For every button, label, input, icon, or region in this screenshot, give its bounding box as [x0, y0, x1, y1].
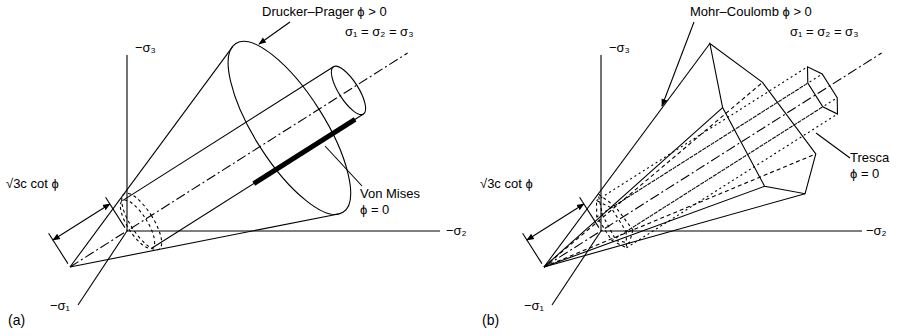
extension-line [49, 233, 68, 263]
pyramid-edge [544, 108, 723, 267]
cone-generator [70, 47, 233, 267]
axis-line [552, 231, 601, 305]
dimension-line [53, 204, 110, 240]
dimension-label: √3c cot ϕ [6, 176, 59, 192]
von-mises-band [254, 119, 355, 183]
surface-label: Tresca ϕ = 0 [850, 150, 896, 183]
panel-label: (a) [8, 312, 25, 330]
pyramid-edge-hidden [544, 82, 763, 267]
prism-end [808, 67, 838, 114]
cylinder-end [325, 62, 372, 120]
dimension-label: √3c cot ϕ [480, 176, 533, 192]
dimension-line [527, 204, 584, 240]
prism-edge [611, 74, 822, 208]
pyramid-edge [544, 186, 765, 267]
leader-line [259, 22, 290, 44]
axis-line [127, 230, 440, 231]
panel-label: (b) [482, 312, 499, 330]
axis-label: −σ₂ [446, 223, 467, 239]
cylinder-line [153, 114, 364, 248]
cone-section-hidden [115, 188, 169, 255]
axis-label: σ₁ = σ₂ = σ₃ [345, 24, 413, 40]
extension-line [106, 197, 125, 227]
leader-line [325, 146, 362, 186]
axis-label: −σ₃ [135, 40, 156, 56]
axis-label: −σ₁ [50, 298, 70, 314]
pyramid-edge [544, 44, 710, 268]
axis-label: −σ₃ [609, 40, 630, 56]
leader-line [816, 133, 850, 158]
hydrostatic-axis [544, 53, 882, 267]
extension-line [523, 233, 542, 263]
axis-label: σ₁ = σ₂ = σ₃ [790, 24, 858, 40]
prism-edge [627, 114, 838, 248]
cone-generator [70, 214, 339, 267]
extension-line [580, 197, 599, 227]
leader-line [662, 22, 694, 106]
cylinder-end-hidden [114, 195, 161, 253]
axis-label: −σ₂ [866, 223, 887, 239]
prism-edge [612, 107, 823, 241]
pyramid-edge-hidden [544, 154, 816, 267]
prism-edge [597, 67, 808, 201]
pyramid-section-hidden [598, 194, 633, 243]
pyramid-section [710, 44, 816, 194]
surface-label: Von Mises ϕ = 0 [360, 186, 424, 219]
hydrostatic-axis [70, 53, 408, 267]
cylinder-line [123, 67, 334, 201]
axis-line [126, 55, 127, 231]
surface-label: Drucker–Prager ϕ > 0 [262, 4, 387, 20]
surface-label: Mohr–Coulomb ϕ > 0 [690, 4, 812, 20]
axis-label: −σ₁ [524, 298, 544, 314]
axis-line [78, 231, 127, 305]
cone-section [206, 25, 372, 231]
